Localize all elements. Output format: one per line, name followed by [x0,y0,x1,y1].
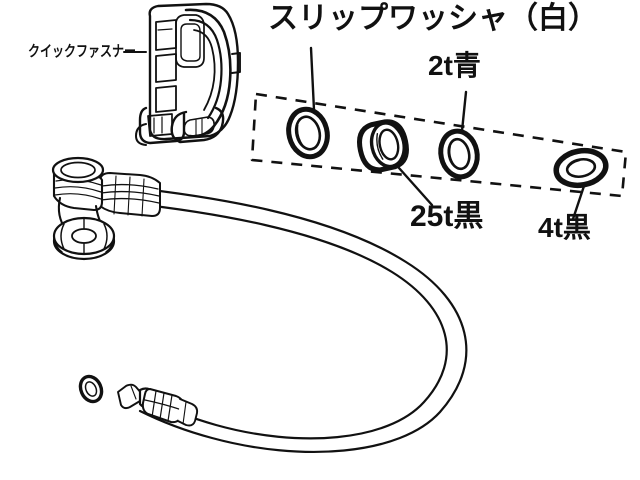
label-washer-4t-black: 4t黒 [538,212,591,243]
hose-crimp-ferrule [99,172,161,217]
nozzle-tip [117,383,199,427]
washer-slip-white [286,106,330,160]
label-washer-2t-blue: 2t青 [428,50,481,81]
hose-assembly [51,156,468,454]
leader-line-25t [397,166,434,207]
leader-line-slip-washer [309,46,316,112]
quick-fastener-clamp [135,2,241,146]
label-slip-washer-white: スリップワッシャ（白） [268,2,598,35]
washer-25t-black [357,119,409,173]
elbow-fitting [51,156,116,261]
washer-2t-blue [438,128,480,180]
label-washer-25t-black: 25t黒 [410,200,484,233]
leader-line-4t [571,184,586,221]
hex-nut [52,216,116,261]
washer-4t-black [553,147,609,189]
o-ring [78,374,104,404]
label-quick-fastener: クイックファスナー [28,43,137,60]
dashed-group-box [250,92,628,198]
leader-line-2t [460,90,468,133]
